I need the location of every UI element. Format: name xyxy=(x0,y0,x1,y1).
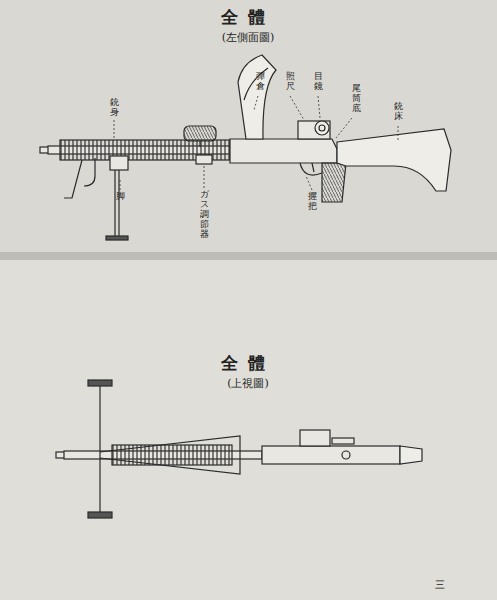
part-name: 彈倉 xyxy=(256,72,265,92)
part-name: 握把 xyxy=(308,192,317,212)
part-name: 尾筒底 xyxy=(352,84,361,114)
top-view xyxy=(56,380,422,518)
page-number: 三 xyxy=(435,578,445,592)
part-name: 脚 xyxy=(116,192,125,202)
part-name: 銃床 xyxy=(394,102,403,122)
upper-page xyxy=(0,0,497,256)
view-caption: (上視圖) xyxy=(227,376,269,391)
figure-title: 全體 xyxy=(221,6,275,29)
figure-title: 全體 xyxy=(221,352,275,375)
part-name: 照尺 xyxy=(286,72,295,92)
part-name: ガス調節器 xyxy=(200,190,209,239)
page-seam xyxy=(0,252,497,260)
side-view xyxy=(40,55,451,240)
view-caption: (左側面圖) xyxy=(222,30,275,45)
part-name: 銃身 xyxy=(110,98,119,118)
lower-page xyxy=(0,258,497,600)
part-name: 目鏡 xyxy=(314,72,323,92)
